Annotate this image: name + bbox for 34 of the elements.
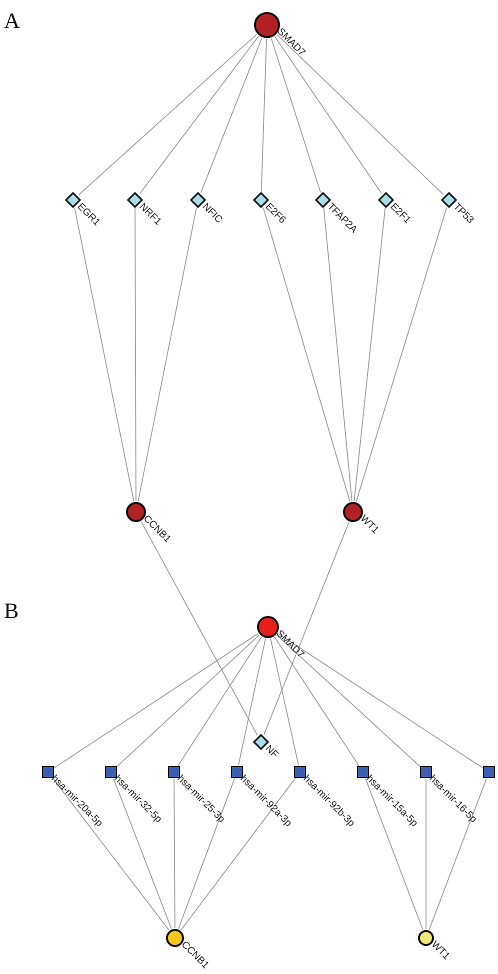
interaction-line [260,38,267,192]
interaction-line [134,208,136,502]
interaction-line [276,634,422,768]
interaction-line [139,36,260,194]
interaction-line [180,777,296,930]
interaction-line [270,638,299,766]
interaction-line [177,636,262,767]
interaction-line [365,778,424,930]
interaction-line [113,778,172,930]
interaction-line [53,633,258,769]
interaction-line [200,38,262,193]
interaction-line [274,636,360,767]
interaction-line [174,778,176,928]
interaction-line [323,208,352,502]
interaction-line [178,778,235,930]
interaction-line [74,207,134,502]
panel-letter: A [4,10,20,32]
interaction-line [274,36,382,194]
interaction-line [428,778,487,930]
interaction-line [264,522,350,736]
interaction-line [238,638,266,766]
interaction-line [356,207,448,502]
panel-letter: B [4,600,19,622]
interaction-line [262,207,350,502]
interaction-line [78,34,258,196]
interaction-line [270,38,321,193]
interaction-line [138,207,197,502]
interaction-line [52,777,170,930]
interaction-line [116,634,260,768]
interaction-line [354,208,386,502]
interaction-line [140,521,258,736]
interaction-line [276,34,444,195]
interaction-line [278,633,484,769]
node-label: NF [262,744,280,760]
